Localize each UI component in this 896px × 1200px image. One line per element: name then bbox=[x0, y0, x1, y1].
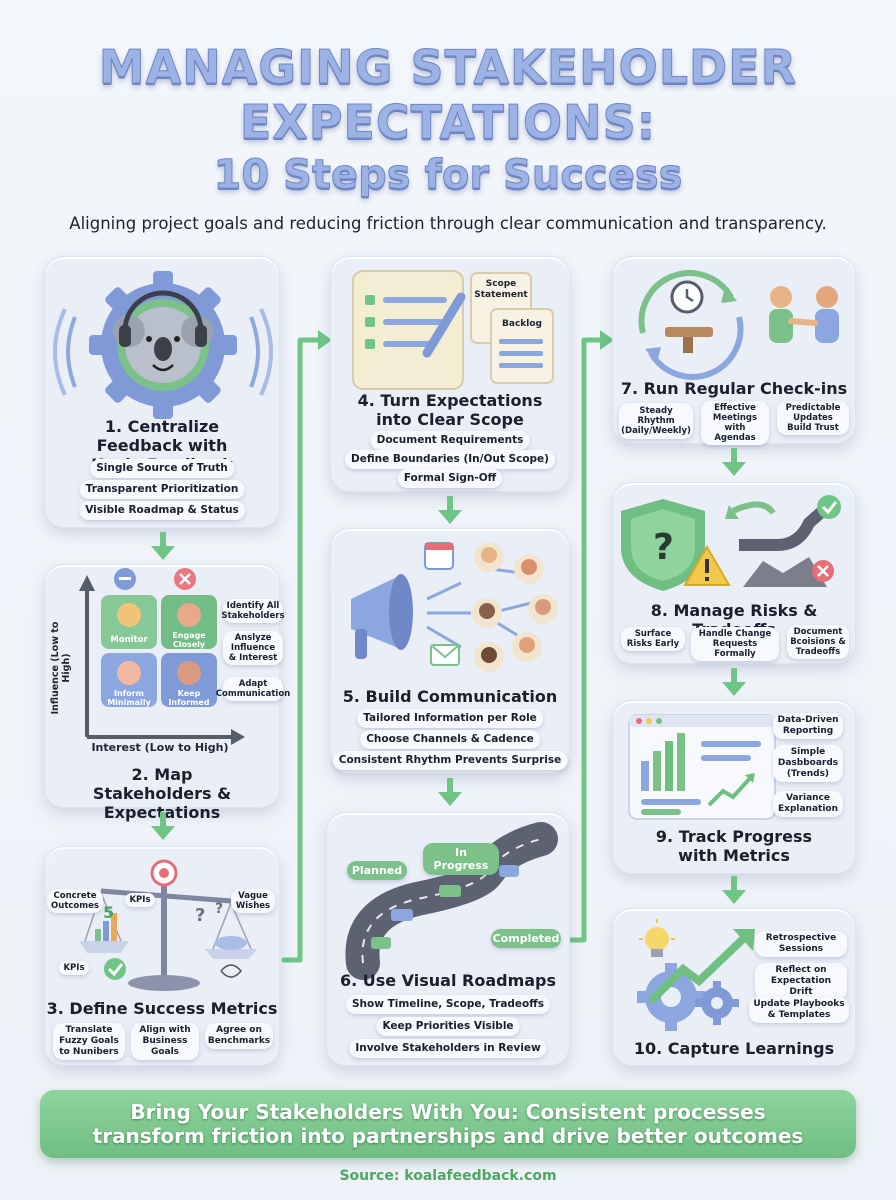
source-credit: Source: koalafeedback.com bbox=[339, 1168, 557, 1184]
step-card-2: Monitor Engage Closely Inform Minimally … bbox=[44, 564, 291, 822]
matrix-quadrant-keep: Keep Informed bbox=[168, 689, 210, 707]
svg-text:?: ? bbox=[215, 901, 223, 917]
step-10-point-2: Reflect on Expectation Drift bbox=[755, 963, 847, 1000]
risk-shield-icon: ? bbox=[621, 495, 841, 591]
title-line-2: EXPECTATIONS: bbox=[239, 95, 657, 150]
balance-scale-icon: ? ? bbox=[79, 859, 257, 991]
arrow-down-icon bbox=[151, 532, 175, 560]
megaphone-network-icon bbox=[351, 542, 558, 672]
title-line-3: 10 Steps for Success bbox=[213, 152, 683, 199]
arrow-down-icon bbox=[438, 778, 462, 806]
step-3-point-1: Translate Fuzzy Goals to Nunibers bbox=[53, 1023, 125, 1060]
step-card-6: Planned In Progress Completed 6. Use Vis… bbox=[326, 812, 570, 1066]
svg-text:?: ? bbox=[653, 527, 674, 568]
step-6-point-3: Involve Stakeholders in Review bbox=[349, 1039, 547, 1058]
step-10-title: 10. Capture Learnings bbox=[633, 1039, 835, 1058]
step-card-5: 5. Build Communication Plan Tailored Inf… bbox=[330, 528, 570, 774]
step-5-point-1: Tailored Information per Role bbox=[357, 709, 543, 728]
matrix-quadrant-inform: Inform Minimally bbox=[107, 689, 151, 707]
label-concrete-outcomes: Concrete Outcomes bbox=[47, 889, 103, 913]
label-kpis-2: KPIs bbox=[59, 961, 89, 975]
step-4-point-1: Document Requirements bbox=[370, 431, 530, 450]
dashboard-icon bbox=[628, 714, 776, 820]
roadmap-label-planned: Planned bbox=[347, 861, 407, 880]
step-1-point-2: Transparent Prioritization bbox=[79, 480, 245, 499]
step-7-point-2: Effective Meetings with Agendas bbox=[701, 401, 769, 445]
scope-document-icon bbox=[352, 270, 554, 390]
arrow-down-icon bbox=[722, 876, 746, 904]
matrix-y-axis-label: Influence (Low to High) bbox=[50, 621, 72, 715]
roadmap-label-in-progress: In Progress bbox=[423, 843, 499, 875]
step-7-point-3: Predictable Updates Build Trust bbox=[777, 401, 849, 435]
step-card-8: ? 8. Manage Risks & Tradeoffs Surface Ri… bbox=[612, 482, 856, 664]
step-2-point-3: Adapt Communication bbox=[215, 677, 291, 701]
step-1-point-3: Visible Roadmap & Status bbox=[79, 501, 245, 520]
step-1-point-1: Single Source of Truth bbox=[90, 459, 234, 478]
step-2-point-1: Identify All Stakeholders bbox=[221, 599, 285, 623]
step-3-point-3: Agree on Benchmarks bbox=[205, 1023, 273, 1049]
step-2-point-2: Anslyze Influence & Interest bbox=[223, 631, 283, 665]
title-line-1: MANAGING STAKEHOLDER bbox=[98, 40, 798, 95]
doc-label-scope: Scope Statement bbox=[474, 279, 528, 300]
step-9-point-1: Data-Driven Reporting bbox=[773, 713, 843, 739]
matrix-x-axis-label: Interest (Low to High) bbox=[91, 741, 229, 754]
arrow-down-icon bbox=[722, 448, 746, 476]
learnings-gear-icon bbox=[637, 919, 755, 1031]
step-7-point-1: Steady Rhythm (Daily/Weekly) bbox=[619, 403, 693, 439]
step-3-title: 3. Define Success Metrics bbox=[46, 999, 278, 1018]
step-9-point-2: Simple Dasbboards (Trends) bbox=[773, 745, 843, 782]
koala-gear-icon bbox=[53, 271, 273, 419]
step-10-point-3: Update Playbooks & Templates bbox=[749, 997, 849, 1023]
step-9-title: 9. Track Progress with Metrics bbox=[655, 827, 813, 865]
footer-line-2: transform friction into partnerships and… bbox=[92, 1124, 804, 1148]
step-card-10: Retrospective Sessions Reflect on Expect… bbox=[612, 908, 856, 1066]
scale-digit-label: 5 bbox=[103, 903, 115, 922]
subtitle: Aligning project goals and reducing fric… bbox=[69, 214, 827, 233]
arrow-down-icon bbox=[438, 496, 462, 524]
stakeholder-matrix-icon bbox=[79, 568, 245, 745]
roadmap-label-completed: Completed bbox=[491, 929, 561, 948]
step-3-point-2: Align with Business Goals bbox=[131, 1023, 199, 1060]
step-6-point-1: Show Timeline, Scope, Tradeoffs bbox=[345, 995, 551, 1014]
footer-banner: Bring Your Stakeholders With You: Consis… bbox=[40, 1090, 856, 1158]
step-5-point-2: Choose Channels & Cadence bbox=[360, 730, 540, 749]
arrow-down-icon bbox=[722, 668, 746, 696]
step-4-title: 4. Turn Expectations into Clear Scope bbox=[357, 391, 543, 429]
step-card-3: ? ? 5 Concrete Outcomes KPIs KPIs Vague … bbox=[44, 846, 280, 1066]
step-8-point-1: Surface Risks Early bbox=[621, 627, 685, 651]
step-card-4: Scope Statement Backlog 4. Turn Expectat… bbox=[330, 256, 570, 492]
step-8-point-2: Handle Change Requests Formally bbox=[691, 627, 779, 661]
step-8-point-3: Document Bcoisions & Tradeoffs bbox=[787, 625, 849, 659]
step-card-7: 7. Run Regular Check-ins Steady Rhythm (… bbox=[612, 256, 856, 445]
step-card-9: Data-Driven Reporting Simple Dasbboards … bbox=[612, 700, 856, 874]
step-6-point-2: Keep Priorities Visible bbox=[376, 1017, 520, 1036]
doc-label-backlog: Backlog bbox=[502, 319, 542, 329]
step-6-title: 6. Use Visual Roadmaps bbox=[339, 971, 557, 990]
step-7-title: 7. Run Regular Check-ins bbox=[620, 379, 848, 398]
arrow-down-icon bbox=[151, 812, 175, 840]
step-10-point-1: Retrospective Sessions bbox=[755, 931, 847, 957]
step-4-point-3: Formal Sign-Off bbox=[397, 469, 503, 488]
roadmap-road-icon bbox=[345, 822, 558, 980]
matrix-quadrant-monitor: Monitor bbox=[110, 635, 148, 645]
footer-line-1: Bring Your Stakeholders With You: Consis… bbox=[130, 1100, 766, 1124]
svg-text:?: ? bbox=[195, 905, 205, 926]
step-5-point-3: Consistent Rhythm Prevents Surprise bbox=[332, 751, 568, 770]
label-vague-wishes: Vague Wishes bbox=[231, 889, 275, 913]
label-kpis-1: KPIs bbox=[125, 893, 155, 907]
step-4-point-2: Define Boundaries (In/Out Scope) bbox=[345, 450, 555, 469]
check-in-meeting-icon bbox=[638, 270, 839, 380]
matrix-quadrant-engage: Engage Closely bbox=[172, 631, 206, 649]
step-9-point-3: Variance Explanation bbox=[773, 791, 843, 817]
step-card-1: 1. Centralize Feedback with Koala Feedba… bbox=[44, 256, 280, 528]
